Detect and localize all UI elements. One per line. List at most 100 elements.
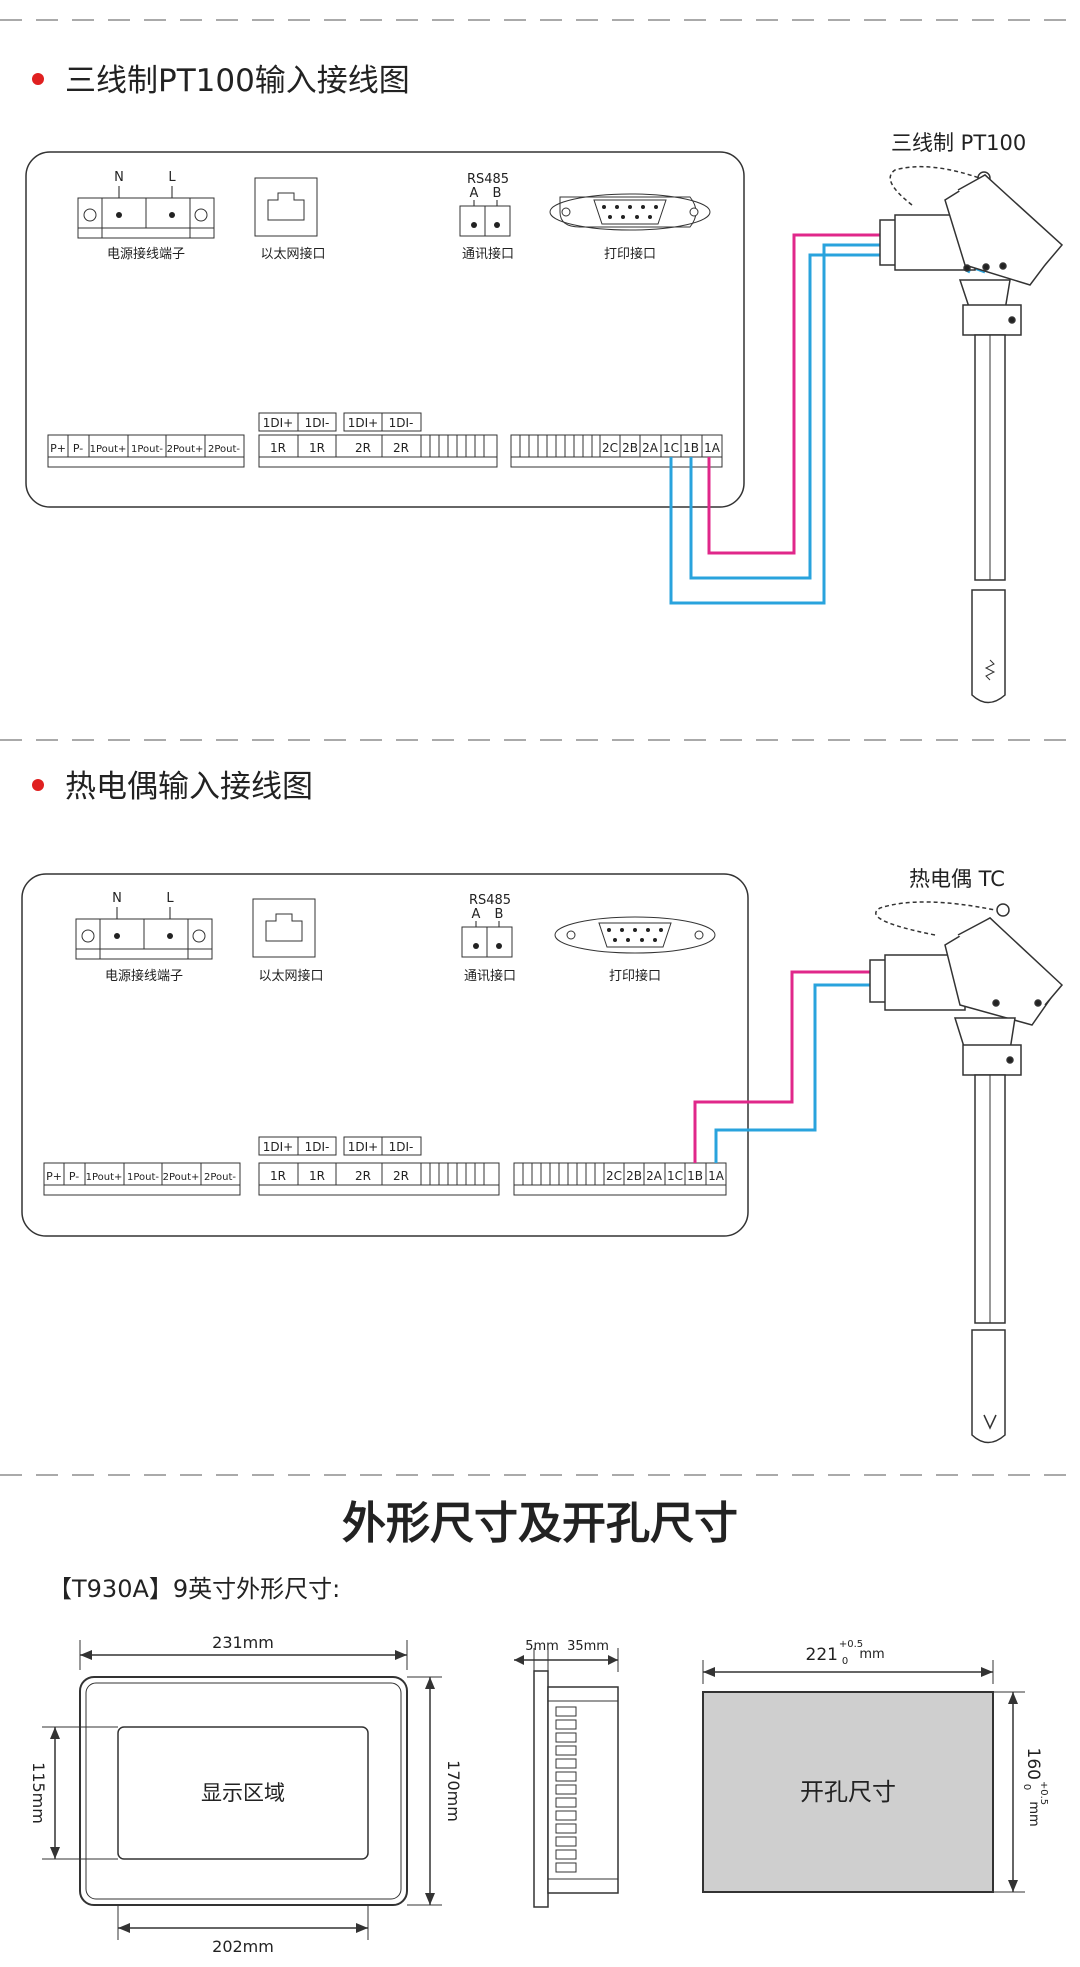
power-terminal: N L 电源接线端子 (77, 170, 215, 262)
terminal-label: 2R (393, 441, 409, 455)
comm-label: 通讯接口 (462, 246, 514, 262)
rs485-label: RS485 (467, 172, 509, 187)
section-title: 热电偶输入接线图 (65, 769, 313, 805)
power-n-label: N (114, 170, 124, 185)
wire-cyan (714, 983, 997, 1163)
di-label: 1DI- (389, 416, 414, 430)
di-label: 1DI+ (348, 416, 378, 430)
unit-label: mm (1026, 1801, 1041, 1826)
side-view: 5mm 35mm (514, 1639, 619, 1908)
di-label: 1DI- (389, 1140, 414, 1154)
rs485-a-label: A (472, 907, 481, 922)
tolerance-plus: +0.5 (1038, 1781, 1049, 1805)
terminal-label: P- (73, 442, 83, 455)
display-area (117, 1726, 369, 1860)
sensor-label: 热电偶 TC (909, 867, 1005, 891)
section-dimensions: 外形尺寸及开孔尺寸 【T930A】9英寸外形尺寸: 231mm 显示区域 115… (29, 1498, 1049, 1956)
ethernet-icon (267, 192, 305, 221)
terminal-label: 2A (642, 441, 659, 455)
dim-display-height-label: 115mm (29, 1762, 48, 1824)
cutout-view: 221 +0.5 0 mm 开孔尺寸 160 +0.5 0 mm (702, 1639, 1049, 1893)
screw-icon (83, 208, 97, 222)
terminal-label: 2A (646, 1169, 663, 1183)
di-label: 1DI- (305, 1140, 330, 1154)
ethernet-port: 以太网接口 (252, 898, 324, 984)
cutout-height-value: 160 (1023, 1748, 1043, 1780)
thermocouple-sensor-icon (869, 901, 1064, 1444)
terminal-label: 2B (622, 441, 638, 455)
rs485-b-label: B (493, 186, 502, 201)
terminal-label: P+ (46, 1170, 62, 1183)
terminal-label: 2Pout+ (163, 1172, 200, 1183)
instrument-panel (21, 873, 749, 1237)
screw-icon (81, 929, 95, 943)
terminal-label: 1B (687, 1169, 703, 1183)
terminal-label: 1R (270, 1169, 286, 1183)
cutout-width-value: 221 (806, 1645, 838, 1665)
rs485-a-label: A (470, 186, 479, 201)
terminal-label: 2Pout- (208, 444, 240, 455)
side-bezel (533, 1670, 549, 1908)
power-n-label: N (112, 891, 122, 906)
terminal-label: 1Pout+ (90, 444, 127, 455)
output-terminal-block: P+ P- 1Pout+ 1Pout- 2Pout+ 2Pout- (43, 1162, 241, 1196)
terminal-label: 2R (393, 1169, 409, 1183)
terminal-label: 1Pout- (127, 1172, 159, 1183)
terminal-label: 1R (309, 1169, 325, 1183)
terminal-label: 1C (667, 1169, 683, 1183)
di-label: 1DI- (305, 416, 330, 430)
terminal-label: 1R (309, 441, 325, 455)
terminal-label: 2Pout- (204, 1172, 236, 1183)
unit-label: mm (859, 1647, 884, 1662)
dim-width-label: 231mm (212, 1633, 274, 1652)
cutout-label: 开孔尺寸 (800, 1778, 896, 1806)
print-label: 打印接口 (604, 246, 656, 262)
power-terminal: N L 电源接线端子 (75, 891, 213, 984)
cutout-area (702, 1691, 994, 1893)
print-label: 打印接口 (609, 968, 661, 984)
ethernet-port: 以太网接口 (254, 177, 326, 262)
section-pt100: 三线制PT100输入接线图 三线制 PT100 N L 电源接线端子 以太网接口 (25, 63, 1064, 704)
wire-magenta (707, 233, 991, 555)
sensor-label: 三线制 PT100 (891, 131, 1026, 155)
power-terminal-label: 电源接线端子 (105, 968, 183, 984)
terminal-label: 1B (683, 441, 699, 455)
section-title: 三线制PT100输入接线图 (65, 63, 410, 99)
terminal-label: P+ (50, 442, 66, 455)
terminal-label: 1A (708, 1169, 725, 1183)
dim-bezel-depth-label: 5mm (525, 1639, 559, 1654)
print-port: 打印接口 (554, 916, 716, 984)
terminal-label: 1A (704, 441, 721, 455)
instrument-panel (25, 151, 745, 508)
power-terminal-label: 电源接线端子 (107, 246, 185, 262)
rs485-port: RS485 A B 通讯接口 (461, 893, 516, 984)
input-terminal-block: 2C 2B 2A 1C 1B 1A (513, 1162, 727, 1196)
power-l-label: L (166, 891, 174, 906)
print-port: 打印接口 (549, 193, 711, 262)
terminal-label: 1R (270, 441, 286, 455)
screw-icon (194, 208, 208, 222)
di-terminal-block: 1DI+ 1DI- 1DI+ 1DI- 1R 1R 2R 2R (258, 1136, 500, 1196)
bullet-icon (32, 779, 44, 791)
terminal-label: 2R (355, 441, 371, 455)
terminal-label: 2C (606, 1169, 622, 1183)
terminal-label: 2B (626, 1169, 642, 1183)
di-label: 1DI+ (263, 416, 293, 430)
pt100-sensor-icon (879, 165, 1064, 704)
tolerance-plus: +0.5 (839, 1639, 863, 1650)
terminal-label: 2R (355, 1169, 371, 1183)
dimensions-heading: 外形尺寸及开孔尺寸 (342, 1498, 738, 1549)
rs485-b-label: B (495, 907, 504, 922)
ethernet-icon (265, 913, 303, 942)
di-label: 1DI+ (348, 1140, 378, 1154)
display-area-label: 显示区域 (201, 1781, 285, 1805)
rs485-label: RS485 (469, 893, 511, 908)
bullet-icon (32, 73, 44, 85)
db9-icon (593, 199, 667, 225)
di-label: 1DI+ (263, 1140, 293, 1154)
tolerance-zero: 0 (1021, 1784, 1032, 1790)
terminal-label: 1C (663, 441, 679, 455)
db9-icon (598, 922, 672, 948)
